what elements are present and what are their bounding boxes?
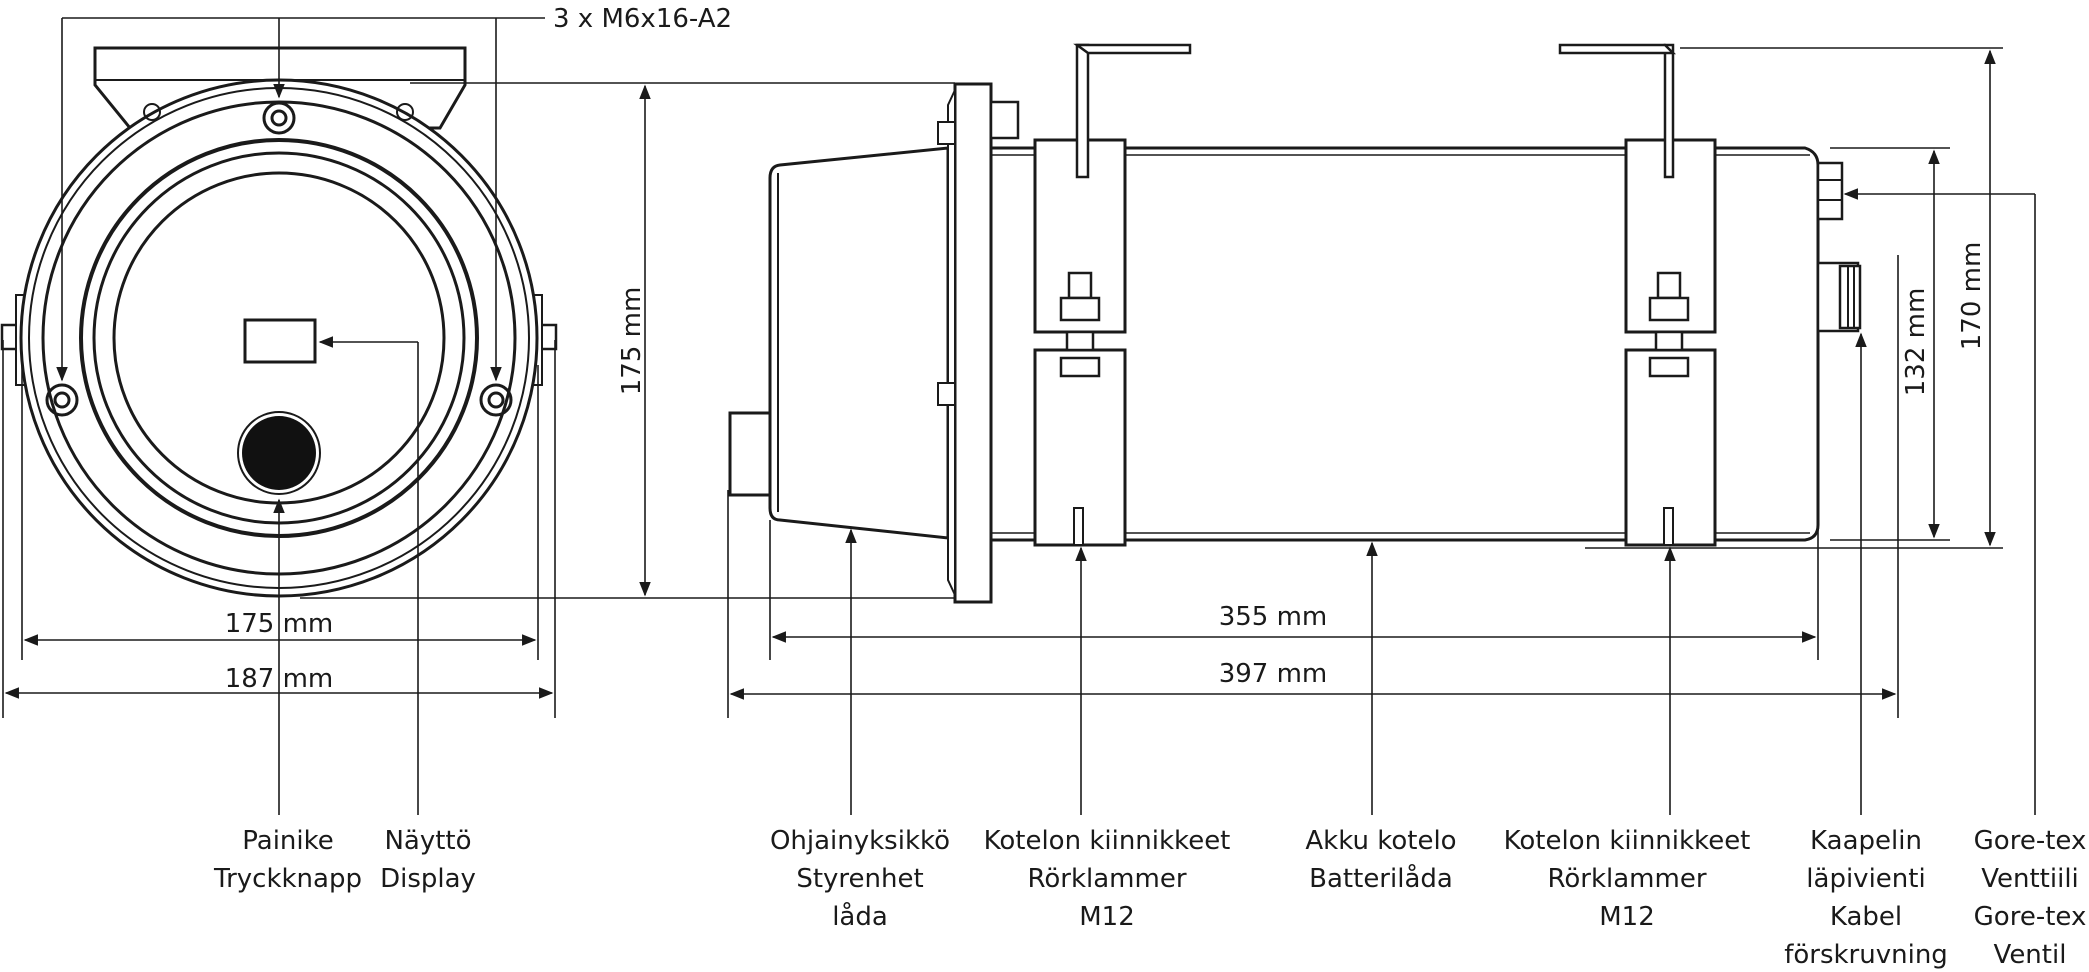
label-display-sv: Display: [380, 864, 476, 894]
label-battery-fi: Akku kotelo: [1305, 826, 1456, 856]
label-cable-sv2: förskruvning: [1784, 940, 1948, 970]
label-vent-fi1: Gore-tex: [1974, 826, 2087, 856]
front-view: [0, 46, 558, 598]
label-cable-fi2: läpivienti: [1806, 864, 1925, 894]
label-cable-sv1: Kabel: [1830, 902, 1902, 932]
label-clamp1-fi: Kotelon kiinnikkeet: [984, 826, 1231, 856]
screws-callout: 3 x M6x16-A2: [553, 4, 732, 34]
label-vent-sv1: Gore-tex: [1974, 902, 2087, 932]
dimension-lines: [2, 17, 2036, 815]
clamp-left: [1033, 43, 1192, 547]
screw-top: [262, 101, 296, 135]
label-clamp2-sv: Rörklammer: [1547, 864, 1706, 894]
dim-tube-height: 132 mm: [1901, 288, 1931, 397]
label-battery-sv: Batterilåda: [1309, 863, 1453, 894]
label-controller-sv2: låda: [832, 901, 888, 932]
label-clamp1-sv: Rörklammer: [1027, 864, 1186, 894]
vent-fitting: [1816, 161, 1844, 221]
label-controller-fi: Ohjainyksikkö: [770, 826, 950, 856]
screw-right: [479, 383, 513, 417]
push-button: [237, 411, 321, 495]
controller-box: [768, 146, 950, 540]
dim-body-length: 355 mm: [1219, 602, 1328, 632]
side-view: [728, 43, 1862, 604]
label-cable-fi1: Kaapelin: [1810, 826, 1922, 856]
label-clamp2-size: M12: [1599, 902, 1655, 932]
label-controller-sv: Styrenhet: [796, 864, 923, 894]
clamp-right: [1558, 43, 1717, 547]
dim-total-height: 170 mm: [1957, 242, 1987, 351]
display-window: [243, 318, 317, 364]
dim-front-height: 175 mm: [617, 287, 647, 396]
flange-plate: [953, 82, 993, 604]
dim-front-outer-width: 187 mm: [225, 664, 334, 694]
label-vent-sv2: Ventil: [1994, 940, 2067, 970]
dim-front-inner-width: 175 mm: [225, 609, 334, 639]
dim-total-length: 397 mm: [1219, 659, 1328, 689]
label-clamp1-size: M12: [1079, 902, 1135, 932]
label-vent-fi2: Venttiili: [1981, 864, 2079, 894]
label-button-sv: Tryckknapp: [213, 864, 362, 894]
label-display-fi: Näyttö: [384, 826, 471, 856]
rear-cap: [728, 411, 772, 497]
screw-left: [45, 383, 79, 417]
label-clamp2-fi: Kotelon kiinnikkeet: [1504, 826, 1751, 856]
labels: 3 x M6x16-A2 175 mm 175 mm 187 mm 355 mm…: [213, 4, 2086, 970]
label-button-fi: Painike: [242, 826, 334, 856]
